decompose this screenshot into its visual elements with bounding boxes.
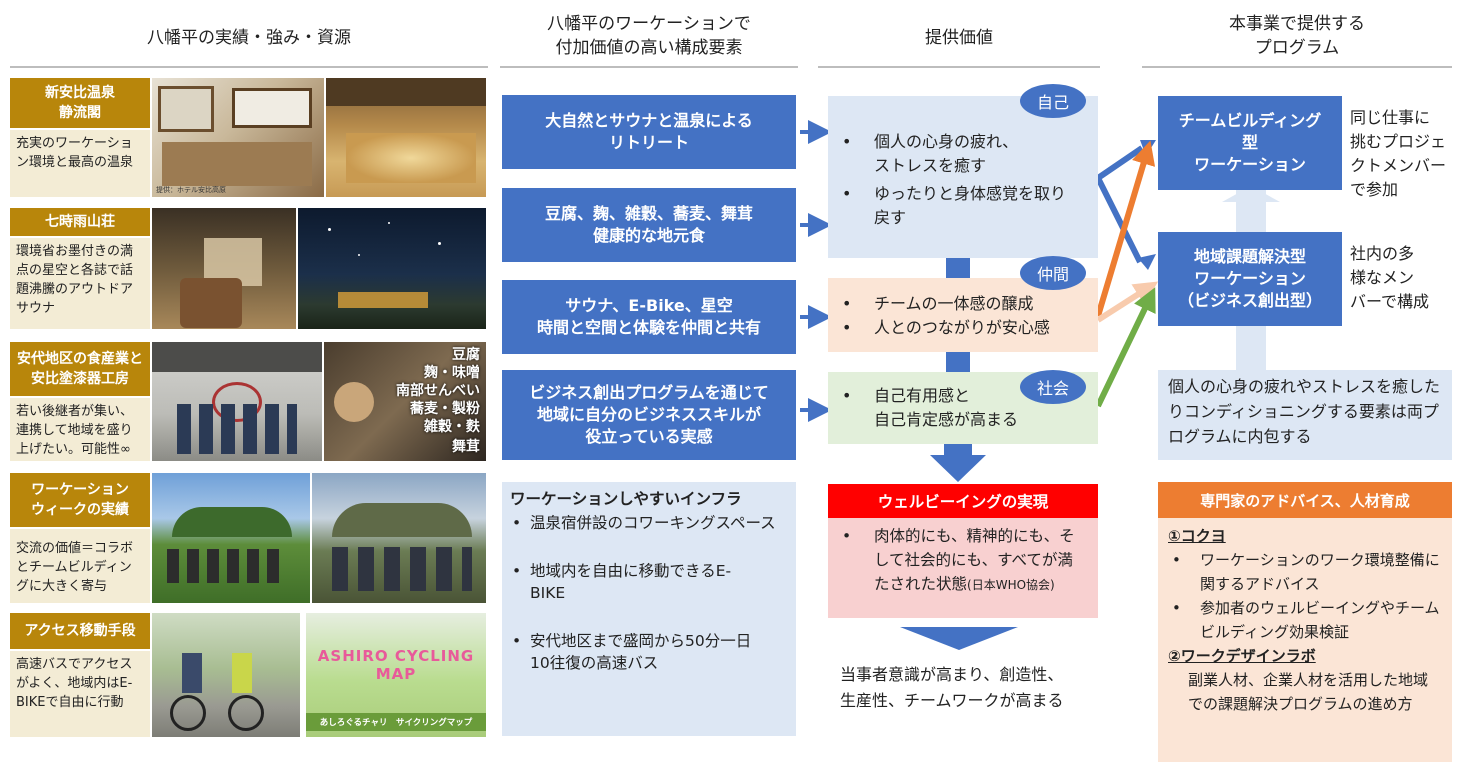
food-label-2: 麹・味噌: [424, 364, 480, 382]
food-label-1: 豆腐: [452, 346, 480, 364]
header-col2-line1: 八幡平のワーケーションで: [500, 12, 798, 36]
expert-org2-text: 副業人材、企業人材を活用した地域での課題解決プログラムの進め方: [1168, 668, 1442, 716]
arrow-peers-to-team: [1098, 152, 1147, 316]
expert-title: 専門家のアドバイス、人材育成: [1158, 482, 1452, 518]
element-shared-experience: サウナ、E-Bike、星空 時間と空間と体験を仲間と共有: [502, 280, 796, 354]
pale-band: [1236, 190, 1266, 232]
photo-starry-sky: [298, 208, 486, 329]
resource-title-access: アクセス移動手段: [10, 613, 150, 649]
photo-sauna: [152, 208, 296, 329]
cycling-map-subtitle: あしろぐるチャリ サイクリングマップ: [306, 713, 486, 731]
wellbeing-body: • 肉体的にも、精神的にも、そして社会的にも、すべてが満たされた状態(日本WHO…: [828, 518, 1098, 618]
tag-society: 社会: [1020, 370, 1086, 404]
resource-desc-food: 若い後継者が集い、連携して地域を盛り上げたい。可能性∞: [10, 398, 150, 461]
program-regional-note: 社内の多 様なメン バーで構成: [1350, 242, 1460, 314]
program-regional: 地域課題解決型 ワーケーション （ビジネス創出型）: [1158, 232, 1342, 326]
expert-org1-item: ワーケーションのワーク環境整備に関するアドバイス: [1168, 548, 1442, 596]
arrow-to-outcome: [900, 627, 1018, 650]
resource-title-sansou: 七時雨山荘: [10, 208, 150, 236]
header-col4-line1: 本事業で提供する: [1142, 12, 1452, 36]
header-col1-rule: [10, 66, 488, 68]
arrow-society-to-regional: [1098, 298, 1150, 406]
arrow-self-to-programs: [1098, 148, 1142, 262]
resource-title-week: ワーケーション ウィークの実績: [10, 473, 150, 527]
photo-food-craftsman: 豆腐 麹・味噌 南部せんべい 蕎麦・製粉 雑穀・麩 舞茸: [324, 342, 486, 461]
program-team-building: チームビルディング 型 ワーケーション: [1158, 96, 1342, 190]
tag-self: 自己: [1020, 84, 1086, 118]
wellbeing-source: (日本WHO協会): [967, 578, 1055, 592]
photo-food-workers: [152, 342, 322, 461]
header-col4: 本事業で提供する プログラム: [1142, 12, 1452, 60]
resource-desc-onsen: 充実のワーケーション環境と最高の温泉: [10, 130, 150, 197]
element-retreat: 大自然とサウナと温泉による リトリート: [502, 95, 796, 169]
value-self-box: 個人の心身の疲れ、 ストレスを癒す ゆったりと身体感覚を取り 戻す: [828, 96, 1098, 258]
element-local-food: 豆腐、麹、雑穀、蕎麦、舞茸 健康的な地元食: [502, 188, 796, 262]
food-label-4: 蕎麦・製粉: [410, 400, 480, 418]
header-col2: 八幡平のワーケーションで 付加価値の高い構成要素: [500, 12, 798, 60]
photo-ebike: [152, 613, 300, 737]
resource-desc-access: 高速バスでアクセスがよく、地域内はE-BIKEで自由に行動: [10, 651, 150, 737]
wellbeing-title: ウェルビーイングの実現: [828, 484, 1098, 518]
element-business-creation: ビジネス創出プログラムを通じて 地域に自分のビジネススキルが 役立っている実感: [502, 370, 796, 460]
arrow-to-wellbeing: [930, 444, 986, 482]
header-col4-line2: プログラム: [1142, 36, 1452, 60]
arrow-peers-to-regional: [1098, 288, 1148, 320]
expert-org1: ①コクヨ: [1168, 524, 1442, 548]
resource-desc-week: 交流の価値＝コラボとチームビルディングに大きく寄与: [10, 529, 150, 603]
value-self-item: 個人の心身の疲れ、 ストレスを癒す: [842, 130, 1088, 178]
infra-title: ワーケーションしやすいインフラ: [510, 488, 788, 510]
infra-box: ワーケーションしやすいインフラ 温泉宿併設のコワーキングスペース 地域内を自由に…: [502, 482, 796, 736]
food-label-3: 南部せんべい: [396, 382, 480, 400]
inclusion-note: 個人の心身の疲れやストレスを癒したりコンディショニングする要素は両プログラムに内…: [1158, 370, 1452, 460]
resource-desc-sansou: 環境省お墨付きの満点の星空と各誌で話題沸騰のアウトドアサウナ: [10, 238, 150, 329]
photo-week-group: [152, 473, 310, 603]
infra-item: 安代地区まで盛岡から50分一日10往復の高速バス: [510, 630, 788, 674]
value-peers-item: チームの一体感の醸成: [842, 292, 1088, 316]
food-label-5: 雑穀・麩: [424, 418, 480, 436]
expert-body: ①コクヨ ワーケーションのワーク環境整備に関するアドバイス 参加者のウェルビーイ…: [1158, 518, 1452, 762]
header-col3: 提供価値: [818, 26, 1100, 50]
header-col3-rule: [818, 66, 1100, 68]
connector-self-peers: [946, 258, 970, 278]
pale-band-lower: [1236, 326, 1266, 370]
program-team-building-note: 同じ仕事に 挑むプロジェ クトメンバー で参加: [1350, 106, 1460, 202]
photo-cycling-map: ASHIRO CYCLING MAP あしろぐるチャリ サイクリングマップ: [306, 613, 486, 737]
photo-onsen-bath: [326, 78, 486, 197]
header-col2-line2: 付加価値の高い構成要素: [500, 36, 798, 60]
onsen-caption: 提供：ホテル安比高原: [156, 185, 226, 195]
header-col1: 八幡平の実績・強み・資源: [10, 26, 488, 50]
value-peers-item: 人とのつながりが安心感: [842, 316, 1088, 340]
value-self-item: ゆったりと身体感覚を取り 戻す: [842, 182, 1088, 230]
infra-item: 地域内を自由に移動できるE-BIKE: [510, 560, 788, 604]
expert-org1-item: 参加者のウェルビーイングやチームビルディング効果検証: [1168, 596, 1442, 644]
expert-org2: ②ワークデザインラボ: [1168, 644, 1442, 668]
resource-title-onsen: 新安比温泉 静流閣: [10, 78, 150, 128]
photo-week-outdoor: [312, 473, 486, 603]
food-label-6: 舞茸: [452, 438, 480, 456]
resource-title-food: 安代地区の食産業と安比塗漆器工房: [10, 342, 150, 396]
header-col2-rule: [500, 66, 798, 68]
infra-item: 温泉宿併設のコワーキングスペース: [510, 512, 788, 534]
photo-onsen-interior: 提供：ホテル安比高原: [152, 78, 324, 197]
header-col4-rule: [1142, 66, 1452, 68]
cycling-map-title: ASHIRO CYCLING MAP: [306, 647, 486, 683]
tag-peers: 仲間: [1020, 256, 1086, 290]
outcome-text: 当事者意識が高まり、創造性、 生産性、チームワークが高まる: [840, 662, 1130, 714]
connector-peers-society: [946, 350, 970, 372]
